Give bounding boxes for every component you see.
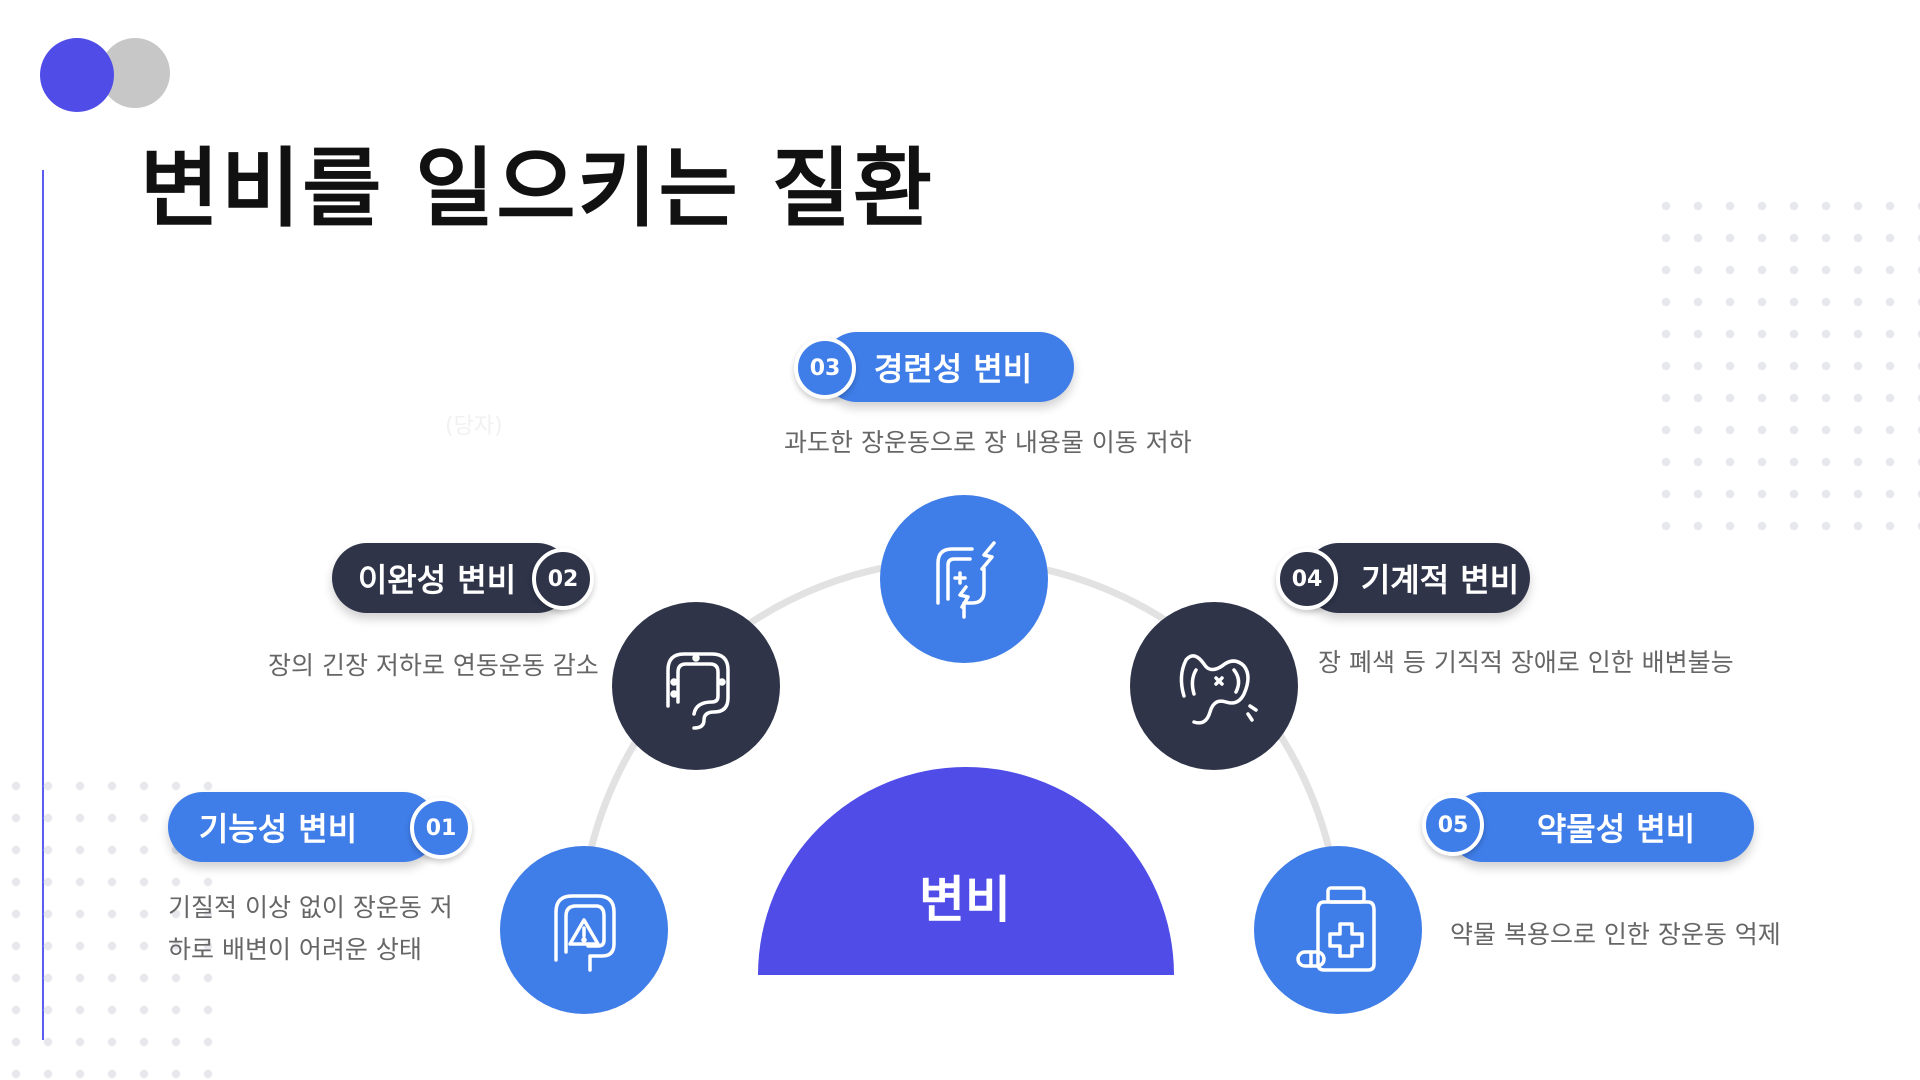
item-04-number-badge: 04 [1276, 548, 1338, 610]
item-02-icon-circle [612, 602, 780, 770]
item-05-icon-circle [1254, 846, 1422, 1014]
item-04-pill[interactable]: 기계적 변비 [1304, 543, 1530, 613]
item-04-icon-circle [1130, 602, 1298, 770]
item-05-number-badge: 05 [1422, 794, 1484, 856]
item-03-desc-line-1: 과도한 장운동으로 장 내용물 이동 저하 [784, 428, 1192, 457]
faint-text: (당자) [445, 414, 503, 439]
item-03-label: 경련성 변비 [873, 350, 1033, 388]
item-05-pill[interactable]: 약물성 변비 [1448, 792, 1754, 862]
item-03-description: 과도한 장운동으로 장 내용물 이동 저하 [784, 422, 1224, 464]
item-05-label: 약물성 변비 [1536, 810, 1696, 848]
item-01-label: 기능성 변비 [198, 810, 358, 848]
item-02-description: 장의 긴장 저하로 연동운동 감소 [268, 645, 608, 687]
item-01-desc-line-1: 기질적 이상 없이 장운동 저 [168, 893, 453, 922]
center-label: 변비 [919, 871, 1011, 929]
left-accent-line [42, 170, 44, 1040]
page-title: 변비를 일으키는 질환 [140, 139, 934, 239]
item-01-description: 기질적 이상 없이 장운동 저 하로 배변이 어려운 상태 [168, 887, 488, 971]
center-half-circle [758, 767, 1174, 975]
deco-indigo-circle [40, 38, 114, 112]
item-05-description: 약물 복용으로 인한 장운동 억제 [1450, 914, 1850, 956]
colon-obstruction-icon [1179, 654, 1258, 725]
item-02-number-badge: 02 [532, 548, 594, 610]
item-02-desc-line-1: 장의 긴장 저하로 연동운동 감소 [268, 651, 599, 680]
colon-spasm-icon [936, 541, 996, 619]
item-04-label: 기계적 변비 [1360, 561, 1520, 599]
item-03-pill[interactable]: 경련성 변비 [822, 332, 1074, 402]
item-04-desc-line-1: 장 폐색 등 기직적 장애로 인한 배변불능 [1318, 648, 1734, 677]
dot-pattern-right [1650, 190, 1920, 550]
item-01-pill[interactable]: 기능성 변비 [168, 792, 438, 862]
colon-icon [666, 652, 730, 730]
item-02-label: 이완성 변비 [357, 561, 517, 599]
item-04-description: 장 폐색 등 기직적 장애로 인한 배변불능 [1318, 642, 1778, 684]
item-01-number-badge: 01 [410, 797, 472, 859]
item-05-desc-line-1: 약물 복용으로 인한 장운동 억제 [1450, 920, 1781, 949]
intestine-warning-icon [554, 894, 616, 972]
item-01-desc-line-2: 하로 배변이 어려운 상태 [168, 935, 422, 964]
medicine-bottle-icon [1296, 886, 1376, 972]
item-03-number-badge: 03 [794, 337, 856, 399]
item-03-icon-circle [880, 495, 1048, 663]
item-01-icon-circle [500, 846, 668, 1014]
